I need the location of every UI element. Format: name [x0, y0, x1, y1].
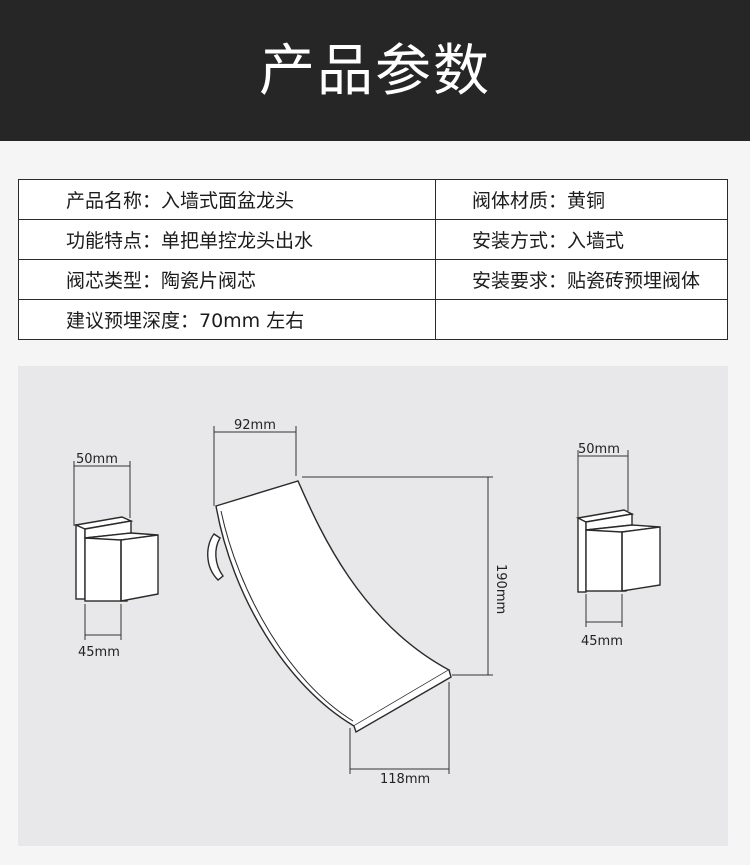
spec-install-requirement: 安装要求：贴瓷砖预埋阀体 [435, 259, 728, 300]
spec-product-name: 产品名称：入墙式面盆龙头 [18, 179, 436, 220]
spec-row: 产品名称：入墙式面盆龙头 阀体材质：黄铜 [18, 179, 728, 220]
right-handle-dimensions [577, 450, 629, 627]
left-handle-top-dim: 50mm [76, 452, 118, 467]
left-handle-drawing [73, 516, 159, 602]
spout-side-dim: 190mm [493, 564, 508, 614]
right-handle-top-dim: 50mm [578, 442, 620, 457]
spec-empty-cell [435, 299, 728, 340]
spec-embed-depth: 建议预埋深度：70mm 左右 [18, 299, 436, 340]
spec-install-method: 安装方式：入墙式 [435, 219, 728, 260]
diagram-svg: 50mm 45mm 92mm 190mm 118m [73, 418, 661, 787]
spec-row: 建议预埋深度：70mm 左右 [18, 299, 728, 340]
right-handle-bottom-dim: 45mm [581, 634, 623, 649]
spout-bottom-dim: 118mm [380, 772, 430, 787]
spout-drawing [207, 480, 452, 734]
spec-cartridge-type: 阀芯类型：陶瓷片阀芯 [18, 259, 436, 300]
spec-table: 产品名称：入墙式面盆龙头 阀体材质：黄铜 功能特点：单把单控龙头出水 安装方式：… [18, 179, 728, 340]
spec-row: 功能特点：单把单控龙头出水 安装方式：入墙式 [18, 219, 728, 260]
spout-top-dim: 92mm [234, 418, 276, 433]
dimension-diagram: 50mm 45mm 92mm 190mm 118m [18, 366, 728, 846]
spout-dimensions [213, 426, 493, 774]
spec-valve-material: 阀体材质：黄铜 [435, 179, 728, 220]
left-handle-dimensions [73, 461, 131, 640]
left-handle-bottom-dim: 45mm [78, 645, 120, 660]
page-header: 产品参数 [0, 0, 750, 141]
spec-row: 阀芯类型：陶瓷片阀芯 安装要求：贴瓷砖预埋阀体 [18, 259, 728, 300]
page-title: 产品参数 [259, 39, 491, 104]
right-handle-drawing [575, 509, 661, 593]
spec-function: 功能特点：单把单控龙头出水 [18, 219, 436, 260]
